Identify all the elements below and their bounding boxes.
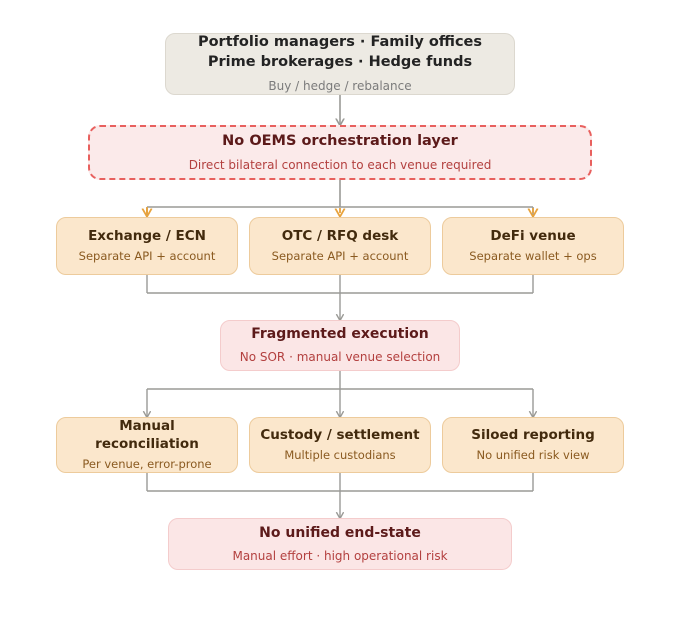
ops-subtitle: No unified risk view: [476, 448, 590, 463]
ops-title: Manual reconciliation: [95, 418, 199, 453]
node-venue-exchange-ecn: Exchange / ECN Separate API + account: [56, 217, 238, 275]
node-venue-defi: DeFi venue Separate wallet + ops: [442, 217, 624, 275]
gap-title: No OEMS orchestration layer: [222, 133, 458, 150]
venue-subtitle: Separate API + account: [271, 249, 409, 264]
venue-title: OTC / RFQ desk: [281, 228, 399, 245]
ops-subtitle: Multiple custodians: [284, 448, 396, 463]
execution-title: Fragmented execution: [251, 326, 429, 343]
ops-subtitle: Per venue, error-prone: [82, 457, 212, 472]
outcome-subtitle: Manual effort · high operational risk: [232, 548, 448, 563]
venue-title: Exchange / ECN: [88, 228, 206, 245]
venue-subtitle: Separate API + account: [78, 249, 216, 264]
node-ops-manual-reconciliation: Manual reconciliation Per venue, error-p…: [56, 417, 238, 473]
node-ops-custody-settlement: Custody / settlement Multiple custodians: [249, 417, 431, 473]
venue-subtitle: Separate wallet + ops: [469, 249, 597, 264]
gap-subtitle: Direct bilateral connection to each venu…: [188, 157, 492, 172]
ops-title: Custody / settlement: [260, 427, 420, 444]
node-no-oems-gap: No OEMS orchestration layer Direct bilat…: [88, 125, 592, 180]
actor-title-line-1: Portfolio managers · Family offices: [197, 34, 483, 51]
node-ops-siloed-reporting: Siloed reporting No unified risk view: [442, 417, 624, 473]
actor-subtitle: Buy / hedge / rebalance: [268, 79, 412, 94]
outcome-title: No unified end-state: [259, 524, 421, 541]
venue-title: DeFi venue: [490, 228, 576, 245]
node-no-unified-end-state: No unified end-state Manual effort · hig…: [168, 518, 512, 570]
node-fragmented-execution: Fragmented execution No SOR · manual ven…: [220, 320, 460, 371]
execution-subtitle: No SOR · manual venue selection: [239, 350, 441, 365]
actor-title-line-2: Prime brokerages · Hedge funds: [207, 53, 473, 70]
ops-title: Siloed reporting: [471, 427, 595, 444]
node-venue-otc-rfq-desk: OTC / RFQ desk Separate API + account: [249, 217, 431, 275]
node-actor-segments: Portfolio managers · Family offices Prim…: [165, 33, 515, 95]
